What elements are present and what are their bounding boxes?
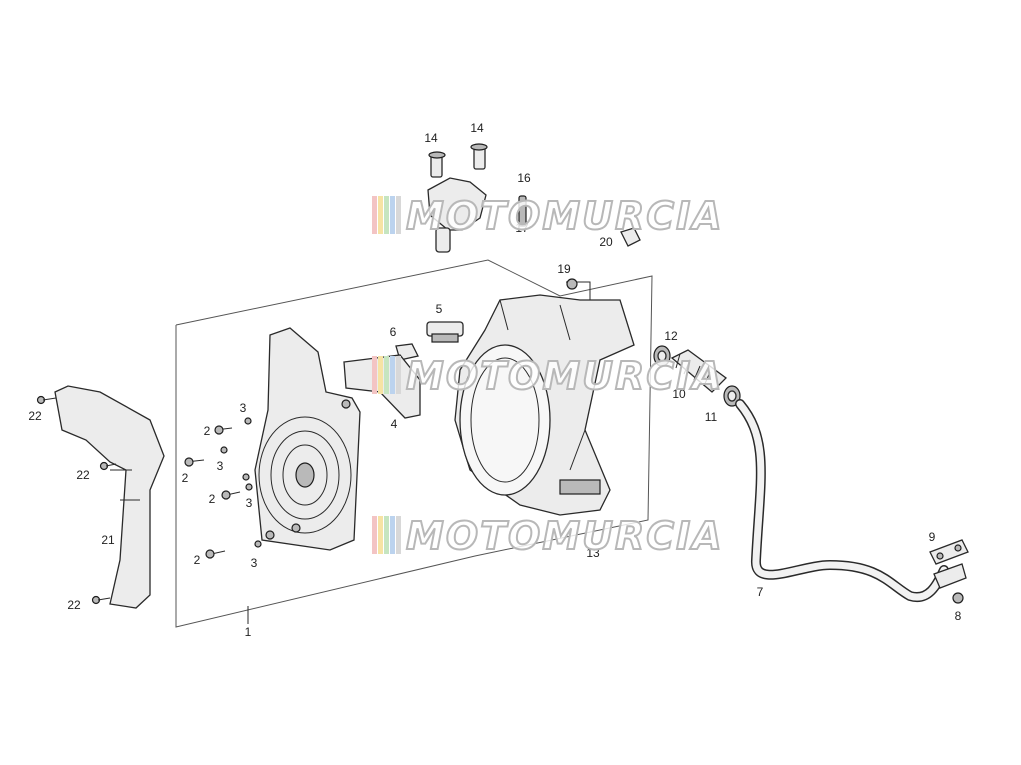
watermark-logo: MOTOMURCIA xyxy=(372,513,724,559)
side-cover-21 xyxy=(54,385,165,609)
watermark-text: MOTOMURCIA xyxy=(406,354,724,398)
watermark-layer: MOTOMURCIA MOTOMURCIA MOTOMURCIA xyxy=(372,193,724,559)
callout-16: 16 xyxy=(517,171,531,185)
callout-3: 3 xyxy=(246,496,253,510)
callout-2: 2 xyxy=(209,492,216,506)
callout-22: 22 xyxy=(28,409,42,423)
bellows-hose-10 xyxy=(670,349,727,393)
callout-2: 2 xyxy=(204,424,211,438)
callout-22: 22 xyxy=(67,598,81,612)
callout-10: 10 xyxy=(672,387,686,401)
callout-7: 7 xyxy=(757,585,764,599)
watermark-stripe xyxy=(384,196,389,234)
hose-clamp-12 xyxy=(653,345,671,367)
watermark-stripe xyxy=(378,196,383,234)
callout-14: 14 xyxy=(424,131,438,145)
watermark-logo: MOTOMURCIA xyxy=(372,193,724,239)
watermark-logo: MOTOMURCIA xyxy=(372,353,724,399)
callout-6: 6 xyxy=(390,325,397,339)
washers-3 xyxy=(220,417,262,548)
callout-2: 2 xyxy=(194,553,201,567)
callout-17: 17 xyxy=(515,221,529,235)
watermark-stripe xyxy=(390,356,395,394)
gasket-9 xyxy=(929,539,969,565)
callout-3: 3 xyxy=(217,459,224,473)
watermark-stripe xyxy=(372,356,377,394)
fan-cover xyxy=(254,327,361,551)
watermark-stripe xyxy=(378,356,383,394)
pipe-7 xyxy=(735,399,949,603)
watermark-stripe xyxy=(372,516,377,554)
callout-21: 21 xyxy=(101,533,115,547)
callout-20: 20 xyxy=(599,235,613,249)
callout-19: 19 xyxy=(557,262,571,276)
callout-12: 12 xyxy=(664,329,678,343)
callout-1: 1 xyxy=(245,625,252,639)
flange-nut-8 xyxy=(933,563,967,604)
fan-shroud-housing xyxy=(454,294,635,516)
watermark-stripe xyxy=(384,516,389,554)
callout-3: 3 xyxy=(240,401,247,415)
callout-2: 2 xyxy=(182,471,189,485)
callout-13: 13 xyxy=(586,546,600,560)
watermark-stripe xyxy=(396,196,401,234)
callout-14: 14 xyxy=(470,121,484,135)
callout-labels: 1222233334567891011121314141617192021222… xyxy=(28,121,961,639)
callout-8: 8 xyxy=(955,609,962,623)
callout-22: 22 xyxy=(76,468,90,482)
callout-3: 3 xyxy=(251,556,258,570)
callout-11: 11 xyxy=(705,410,718,424)
watermark-text: MOTOMURCIA xyxy=(406,194,724,238)
grommet-5 xyxy=(426,321,464,343)
watermark-text: MOTOMURCIA xyxy=(406,514,724,558)
screws-2 xyxy=(184,425,241,559)
assembly-frame xyxy=(175,259,653,628)
pump-unit xyxy=(427,143,641,253)
callout-5: 5 xyxy=(436,302,443,316)
watermark-stripe xyxy=(390,516,395,554)
watermark-stripe xyxy=(372,196,377,234)
watermark-stripe xyxy=(396,356,401,394)
callout-4: 4 xyxy=(391,417,398,431)
watermark-stripe xyxy=(378,516,383,554)
watermark-stripe xyxy=(390,196,395,234)
watermark-stripe xyxy=(384,356,389,394)
watermark-stripe xyxy=(396,516,401,554)
screws-22 xyxy=(36,395,117,605)
callout-9: 9 xyxy=(929,530,936,544)
